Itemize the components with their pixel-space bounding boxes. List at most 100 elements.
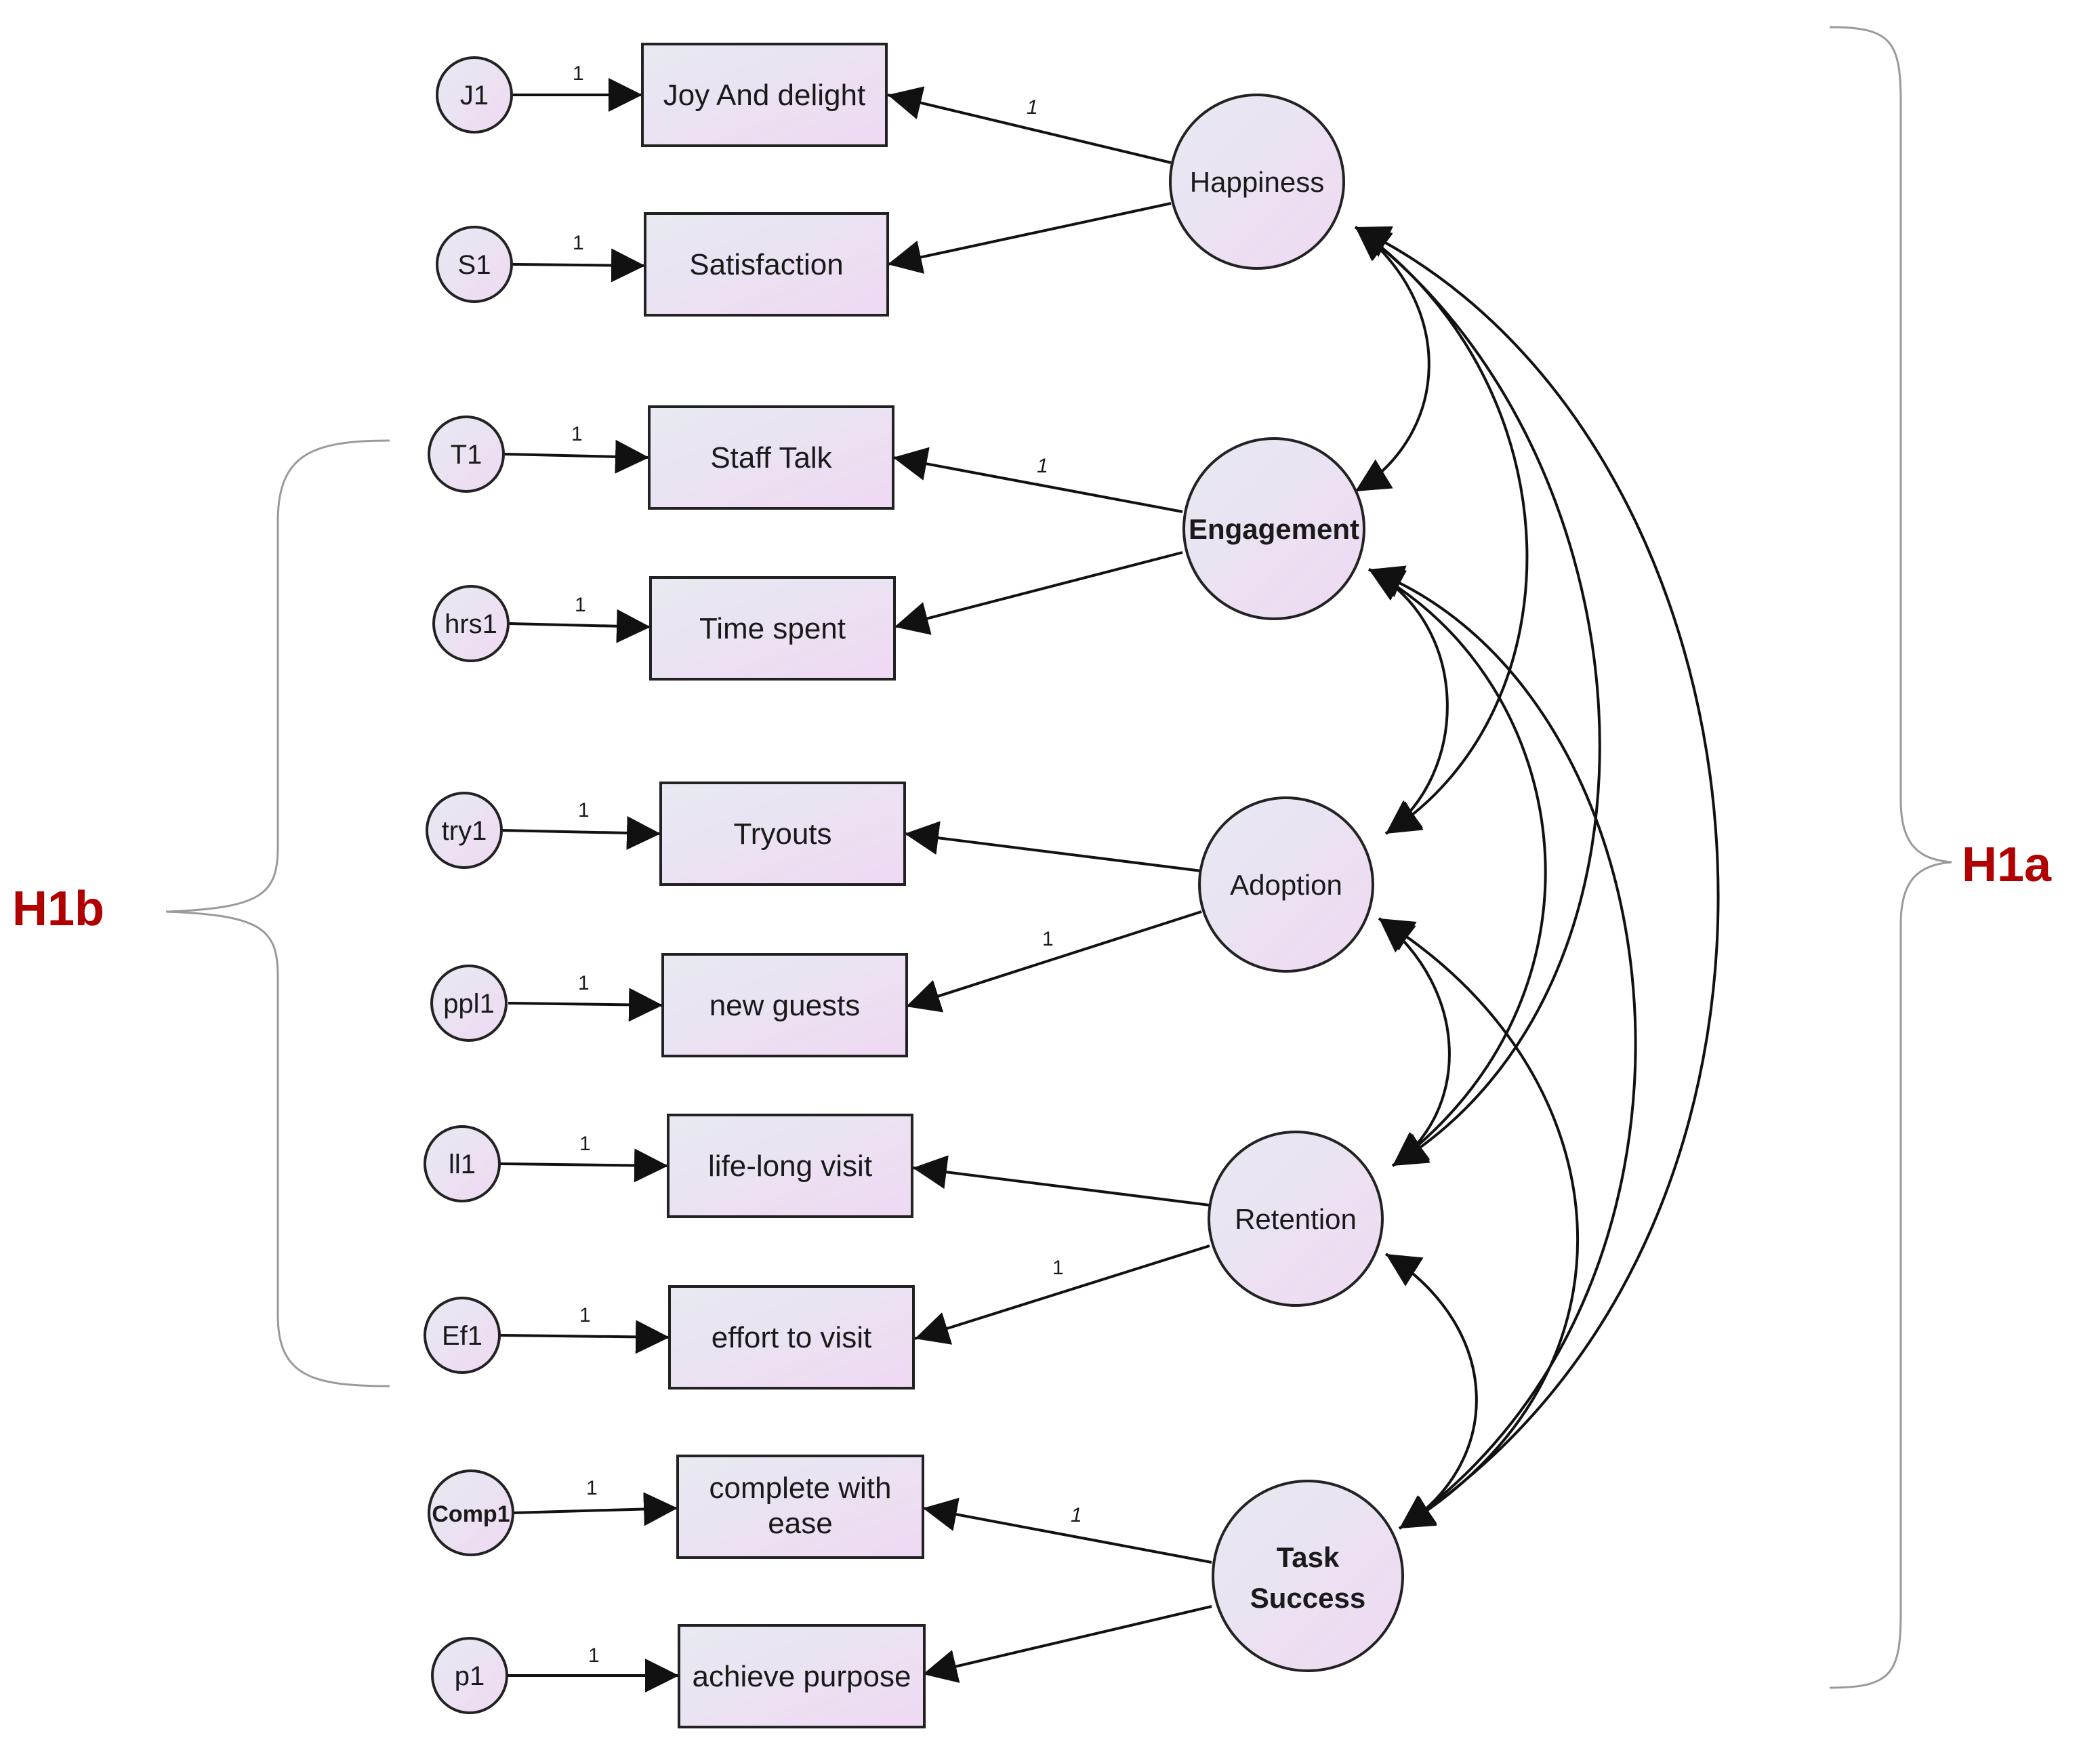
- cov-retention-tasksuccess: [1384, 1253, 1478, 1530]
- svg-text:ppl1: ppl1: [443, 989, 495, 1019]
- svg-text:Time spent: Time spent: [699, 612, 846, 645]
- svg-text:ll1: ll1: [449, 1150, 476, 1179]
- load-engagement-timespent: [894, 551, 1183, 635]
- svg-text:Success: Success: [1250, 1582, 1365, 1614]
- latent-adoption: Adoption: [1198, 796, 1374, 973]
- svg-text:Tryouts: Tryouts: [733, 817, 831, 851]
- indicator-new-guests: new guests: [661, 953, 908, 1057]
- indicator-satisfaction: Satisfaction: [644, 212, 889, 317]
- indicator-time-spent: Time spent: [649, 576, 896, 681]
- err-path-comp1: [513, 1492, 678, 1526]
- weight-s1: 1: [573, 232, 584, 254]
- svg-text:achieve purpose: achieve purpose: [693, 1660, 911, 1693]
- svg-text:p1: p1: [455, 1661, 485, 1691]
- weight-p1: 1: [588, 1644, 600, 1667]
- indicator-joy-and-delight: Joy And delight: [641, 43, 888, 147]
- weight-hrs1: 1: [575, 594, 586, 616]
- load-retention-effort: [914, 1244, 1210, 1345]
- svg-text:Satisfaction: Satisfaction: [689, 248, 843, 281]
- load-adoption-newguests: [905, 910, 1202, 1013]
- weight-ppl1: 1: [578, 972, 590, 994]
- svg-text:complete with: complete with: [709, 1472, 891, 1505]
- svg-text:J1: J1: [460, 81, 489, 110]
- error-j1: J1: [436, 56, 513, 134]
- weight-labels: 1 1 1 1 1 1 1 1 1 1 1 1 1 1 1: [571, 62, 1082, 1667]
- weight-j1: 1: [573, 62, 584, 85]
- svg-text:Ef1: Ef1: [442, 1321, 482, 1351]
- svg-text:Staff Talk: Staff Talk: [710, 441, 832, 474]
- latent-retention: Retention: [1208, 1131, 1384, 1307]
- svg-text:new guests: new guests: [709, 989, 861, 1022]
- error-s1: S1: [436, 226, 513, 303]
- latent-constructs: Happiness Engagement Adoption Retention …: [1169, 94, 1404, 1672]
- load-happiness-joy: [887, 86, 1172, 164]
- svg-text:Joy And delight: Joy And delight: [663, 79, 865, 112]
- error-hrs1: hrs1: [432, 585, 510, 662]
- svg-text:Task: Task: [1277, 1541, 1340, 1573]
- err-path-ppl1: [508, 988, 663, 1022]
- error-terms: J1 S1 T1 hrs1 try1 ppl1 ll1 Ef1: [424, 56, 514, 1714]
- svg-text:ease: ease: [768, 1507, 832, 1540]
- load-tasksuccess-achieve: [922, 1605, 1212, 1683]
- cov-engagement-retention: [1368, 568, 1547, 1167]
- error-ll1: ll1: [424, 1125, 501, 1202]
- load-adoption-tryouts: [904, 821, 1202, 872]
- svg-text:Comp1: Comp1: [432, 1501, 510, 1527]
- h1a-brace: [1829, 26, 1952, 1689]
- err-path-t1: [504, 439, 650, 474]
- svg-text:Retention: Retention: [1235, 1203, 1357, 1235]
- weight-try1: 1: [578, 799, 590, 822]
- weight-load-effort: 1: [1052, 1257, 1064, 1279]
- indicator-life-long-visit: life-long visit: [667, 1114, 913, 1218]
- h1a-label: H1a: [1962, 838, 2052, 892]
- svg-text:Engagement: Engagement: [1189, 513, 1359, 545]
- error-ef1: Ef1: [424, 1297, 501, 1374]
- load-tasksuccess-complete: [922, 1497, 1212, 1564]
- indicator-complete-with-ease: complete with ease: [676, 1455, 924, 1559]
- weight-comp1: 1: [586, 1477, 598, 1499]
- cov-happiness-tasksuccess: [1355, 226, 1720, 1530]
- indicator-tryouts: Tryouts: [659, 782, 906, 886]
- cov-happiness-engagement: [1354, 226, 1430, 493]
- cov-adoption-retention: [1378, 917, 1451, 1167]
- load-retention-lifelong: [912, 1155, 1210, 1206]
- err-path-ef1: [499, 1320, 670, 1354]
- error-paths: [499, 78, 679, 1692]
- load-engagement-stafftalk: [892, 447, 1183, 513]
- error-comp1: Comp1: [428, 1469, 514, 1556]
- svg-text:Happiness: Happiness: [1190, 166, 1324, 198]
- cov-engagement-tasksuccess: [1368, 565, 1637, 1530]
- weight-load-newguests: 1: [1042, 928, 1054, 950]
- err-path-hrs1: [509, 609, 651, 643]
- loading-paths: [887, 86, 1212, 1683]
- indicator-achieve-purpose: achieve purpose: [678, 1624, 926, 1728]
- weight-load-stafftalk: 1: [1037, 455, 1048, 477]
- weight-t1: 1: [571, 423, 583, 445]
- err-path-s1: [512, 248, 646, 283]
- h1b-label: H1b: [12, 882, 104, 936]
- svg-text:T1: T1: [451, 440, 482, 470]
- indicator-boxes: Joy And delight Satisfaction Staff Talk …: [641, 43, 926, 1728]
- latent-happiness: Happiness: [1169, 94, 1345, 270]
- latent-engagement: Engagement: [1182, 437, 1365, 620]
- indicator-effort-to-visit: effort to visit: [668, 1285, 915, 1390]
- svg-text:Adoption: Adoption: [1230, 869, 1342, 901]
- svg-text:life-long visit: life-long visit: [708, 1150, 872, 1183]
- error-try1: try1: [426, 792, 503, 869]
- weight-ll1: 1: [579, 1133, 591, 1155]
- error-p1: p1: [431, 1637, 508, 1714]
- svg-text:hrs1: hrs1: [445, 609, 497, 639]
- cov-adoption-tasksuccess: [1378, 917, 1580, 1530]
- weight-load-complete: 1: [1071, 1504, 1082, 1526]
- covariance-paths: [1354, 226, 1720, 1530]
- cov-happiness-adoption: [1354, 226, 1529, 835]
- weight-load-joy: 1: [1027, 96, 1038, 119]
- error-ppl1: ppl1: [430, 965, 508, 1042]
- error-t1: T1: [428, 415, 505, 493]
- weight-ef1: 1: [579, 1304, 591, 1326]
- h1b-brace: [165, 439, 390, 1387]
- err-path-ll1: [499, 1148, 669, 1183]
- svg-text:S1: S1: [458, 250, 491, 280]
- err-path-try1: [501, 815, 661, 850]
- cov-happiness-retention: [1354, 226, 1601, 1167]
